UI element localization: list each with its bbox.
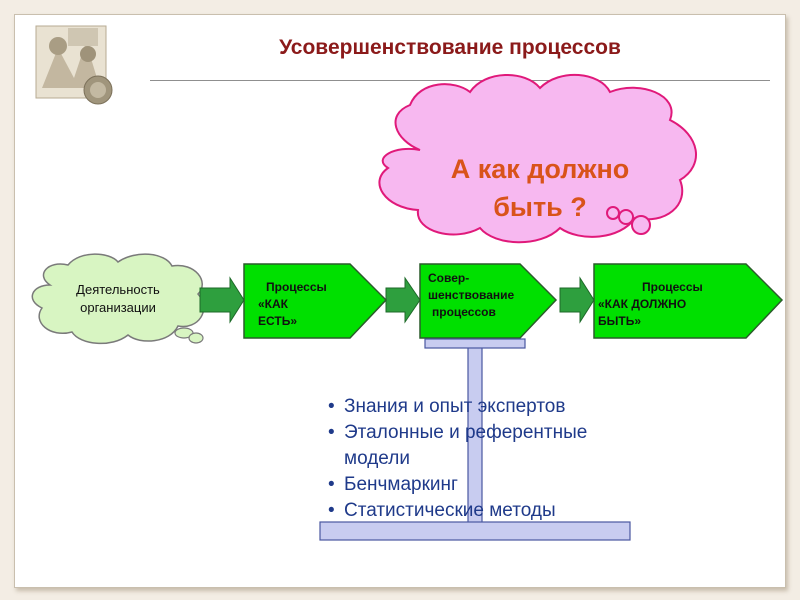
process-improvement-line2: шенствование — [428, 288, 515, 302]
process-to-be-label: Процессы «КАК ДОЛЖНО БЫТЬ» — [598, 279, 748, 330]
list-item: Знания и опыт экспертов — [328, 394, 648, 420]
thought-cloud-question — [378, 74, 697, 244]
title-divider — [150, 80, 770, 81]
process-box-improvement — [419, 263, 558, 339]
process-box-to-be — [593, 263, 784, 339]
process-improvement-line1: Совер- — [428, 271, 470, 285]
cloud-activity-text: Деятельность организации — [48, 281, 188, 317]
process-to-be-line1: Процессы — [642, 280, 703, 294]
process-to-be-line3: БЫТЬ» — [598, 314, 642, 328]
process-as-is-line1: Процессы — [266, 280, 327, 294]
methods-list: Знания и опыт экспертов Эталонные и рефе… — [328, 394, 648, 524]
list-item: Бенчмаркинг — [328, 472, 648, 498]
cloud-question-line1: А как должно — [450, 154, 630, 184]
cloud-question-line2: быть ? — [493, 192, 587, 222]
connector-arrow-1 — [199, 276, 245, 324]
process-to-be-line2: «КАК ДОЛЖНО — [598, 297, 687, 311]
list-item: Эталонные и референтные модели — [328, 420, 648, 472]
process-box-as-is — [243, 263, 388, 339]
thought-cloud-activity — [31, 253, 205, 345]
cloud-activity-line1: Деятельность — [76, 282, 160, 297]
cloud-question-text: А как должно быть ? — [415, 150, 665, 226]
connector-arrow-3 — [559, 276, 595, 324]
list-item: Статистические методы — [328, 498, 648, 524]
cloud-activity-line2: организации — [80, 300, 156, 315]
page-title: Усовершенствование процессов — [279, 36, 621, 59]
process-improvement-line3: процессов — [432, 305, 496, 319]
connector-arrow-2 — [385, 276, 421, 324]
process-as-is-line2: «КАК — [258, 297, 288, 311]
process-improvement-label: Совер- шенствование процессов — [428, 270, 558, 321]
process-as-is-line3: ЕСТЬ» — [258, 314, 297, 328]
logo-emblem — [35, 25, 113, 105]
process-as-is-label: Процессы «КАК ЕСТЬ» — [258, 279, 368, 330]
